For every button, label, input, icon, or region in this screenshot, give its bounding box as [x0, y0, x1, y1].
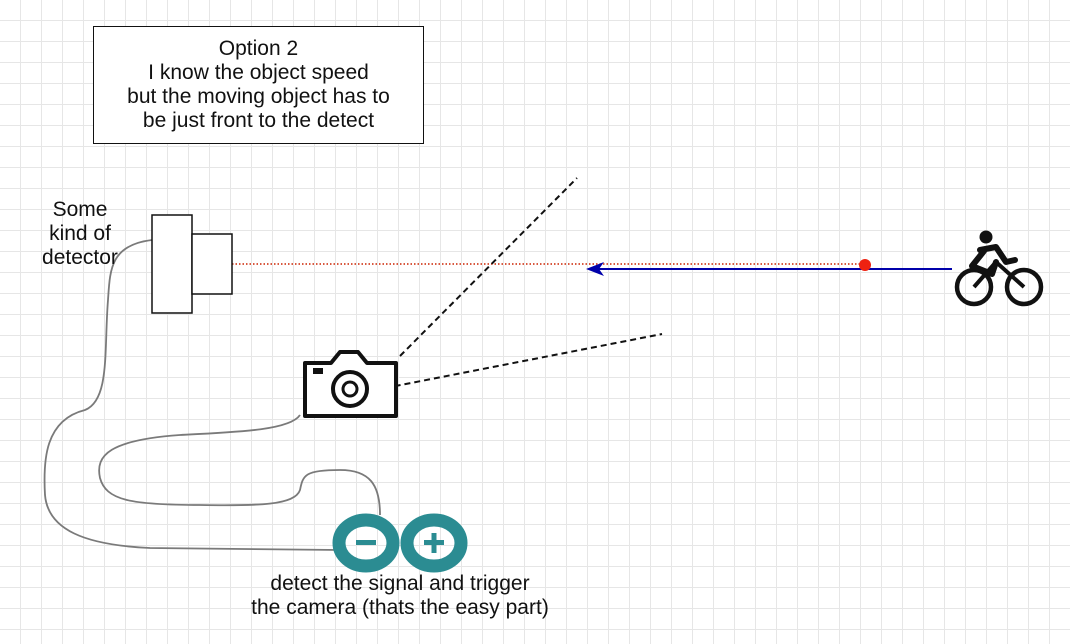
option-line: be just front to the detect: [142, 109, 375, 132]
object-dot: [859, 259, 871, 271]
arduino-caption-line: the camera (thats the easy part): [251, 596, 549, 619]
arduino-caption-line: detect the signal and trigger: [270, 572, 530, 595]
detector-label-line: kind of: [49, 222, 111, 245]
camera-icon: [303, 350, 398, 418]
arduino-infinity-icon: [332, 513, 468, 573]
detector-label: Some kind of detector: [32, 198, 128, 270]
option-line: but the moving object has to: [127, 85, 390, 108]
cyclist-icon: [954, 230, 1044, 307]
detector-label-line: Some: [52, 198, 108, 221]
arduino-caption: detect the signal and trigger the camera…: [200, 572, 600, 620]
detector-label-line: detector: [42, 246, 118, 269]
detector-cable: [43, 239, 341, 551]
option-line: I know the object speed: [148, 61, 369, 84]
camera-fov-upper: [399, 177, 578, 357]
option-note-box: Option 2 I know the object speed but the…: [93, 26, 424, 144]
trajectory-arrowhead: [586, 262, 604, 276]
camera-fov-lower: [374, 333, 663, 391]
camera-cable: [98, 414, 381, 516]
option-title: Option 2: [218, 37, 299, 60]
detector-box-icon: [151, 214, 233, 314]
